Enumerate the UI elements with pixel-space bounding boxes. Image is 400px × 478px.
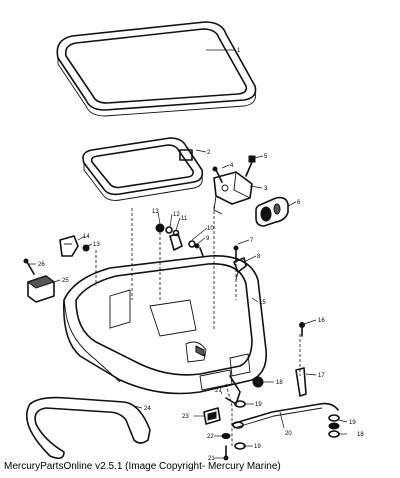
bottom-cowl-part — [63, 255, 268, 395]
callout-number: 15 — [259, 300, 266, 306]
gasket-frame-part — [82, 137, 204, 201]
bolt-part-16 — [299, 322, 305, 337]
callout-number: 26 — [38, 262, 45, 268]
callout-number: 17 — [318, 373, 325, 379]
clip-part — [225, 375, 241, 405]
callout-number: 20 — [285, 431, 292, 437]
callout-number: 23 — [182, 414, 189, 420]
nut-part-18 — [252, 376, 264, 388]
stud-part — [82, 244, 90, 252]
callout-number: 21 — [208, 456, 215, 462]
callout-number: 12 — [173, 212, 180, 218]
callout-number: 11 — [181, 216, 188, 222]
callout-number: 13 — [152, 209, 159, 215]
bolt-part-5 — [245, 155, 256, 177]
washer-part-22 — [221, 433, 231, 439]
callout-number: 4 — [230, 163, 234, 169]
callout-number: 19 — [349, 420, 356, 426]
callout-number: 6 — [297, 200, 301, 206]
callout-number: 27 — [215, 388, 222, 394]
latch-part — [233, 257, 247, 281]
link-plate-part — [295, 367, 307, 397]
callout-number: 5 — [264, 154, 268, 160]
latch-bracket-part — [59, 235, 79, 257]
copyright-caption: MercuryPartsOnline v2.5.1 (Image Copyrig… — [4, 461, 281, 472]
grommet-part — [255, 196, 289, 227]
callout-number: 22 — [207, 434, 214, 440]
callout-number: 9 — [206, 236, 210, 242]
screw-part — [23, 258, 35, 275]
bolt-part-21 — [223, 445, 229, 461]
callout-number: 2 — [207, 150, 211, 156]
handle-part — [26, 396, 151, 460]
block-part — [26, 275, 56, 303]
callout-number: 16 — [318, 318, 325, 324]
callout-number: 19 — [254, 444, 261, 450]
callout-number: 18 — [276, 380, 283, 386]
callout-number: 3 — [264, 186, 268, 192]
callout-number: 25 — [62, 278, 69, 284]
assembly-guide-lines — [95, 206, 301, 446]
lever-part — [203, 407, 221, 425]
washer-parts — [232, 400, 340, 450]
callout-number: 24 — [144, 406, 151, 412]
callout-number: 10 — [207, 226, 214, 232]
link-rod-part — [231, 402, 339, 429]
callout-number: 7 — [250, 238, 254, 244]
callout-number: 18 — [357, 432, 364, 438]
leader-lines — [28, 49, 348, 459]
callout-number: 1 — [237, 48, 241, 54]
callout-labels: 1234567891011121313141516171818191919202… — [38, 48, 364, 462]
callout-number: 14 — [83, 234, 90, 240]
callout-number: 19 — [255, 402, 262, 408]
seal-ring-part — [56, 21, 257, 117]
bracket-part — [213, 171, 253, 215]
bolt-part-4 — [212, 166, 223, 183]
callout-number: 13 — [93, 242, 100, 248]
callout-number: 8 — [257, 254, 261, 260]
